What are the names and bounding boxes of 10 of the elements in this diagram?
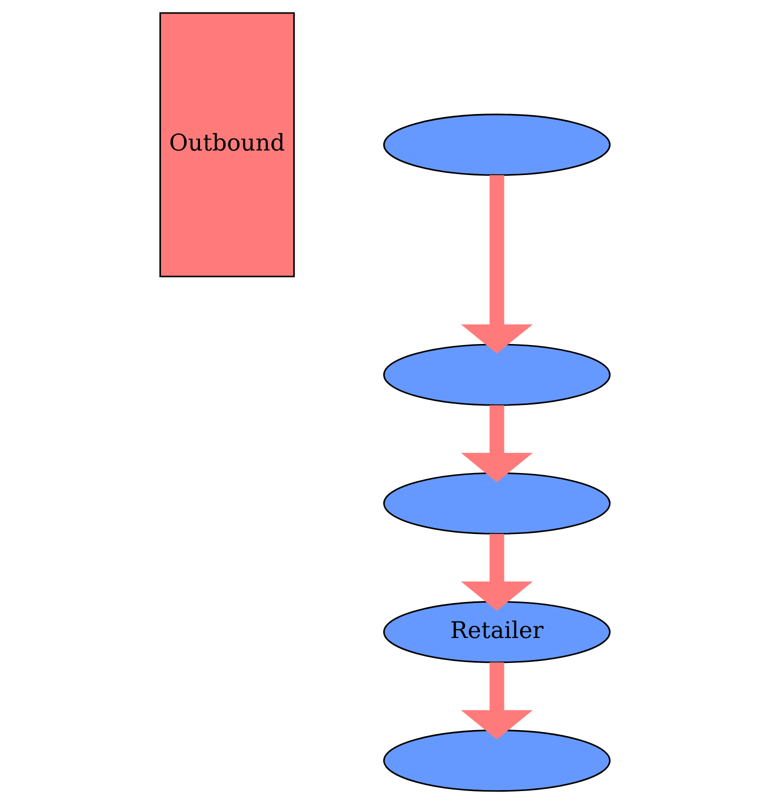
node-ellipse xyxy=(383,730,611,792)
node-ellipse: Retailer xyxy=(383,600,611,664)
arrow xyxy=(460,534,533,611)
node-box: Outbound xyxy=(159,12,295,278)
arrow xyxy=(460,175,533,354)
node-ellipse xyxy=(383,472,611,535)
node-ellipse xyxy=(383,114,611,176)
arrow xyxy=(460,662,533,740)
arrow xyxy=(460,405,533,482)
node-ellipse xyxy=(383,344,611,406)
